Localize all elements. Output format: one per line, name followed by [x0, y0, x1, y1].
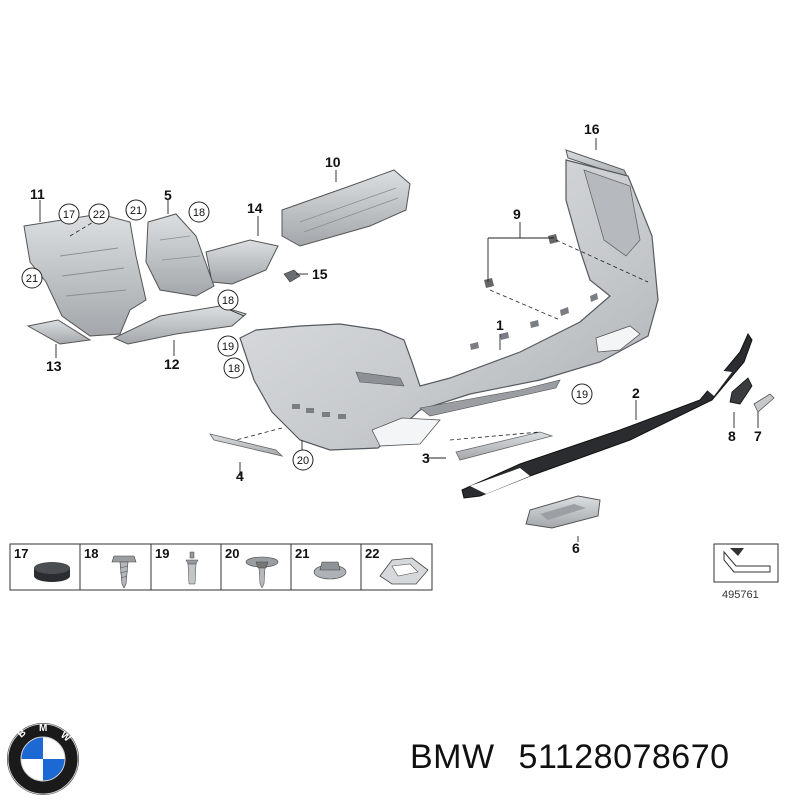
callout-6: 6	[572, 540, 580, 556]
legend-20: 20	[225, 546, 239, 561]
callout-15: 15	[312, 266, 328, 282]
callout-1: 1	[496, 317, 504, 333]
legend-clip-icon	[379, 557, 429, 585]
part-10-panel	[281, 169, 411, 247]
callout-4: 4	[236, 468, 244, 484]
part-3-trim	[455, 431, 554, 461]
part-7-clip	[753, 393, 775, 413]
callout-13: 13	[46, 358, 62, 374]
part-4-reflector	[209, 433, 284, 457]
ref-20: 20	[297, 455, 309, 467]
part-11-bracket	[23, 213, 147, 337]
callout-11: 11	[30, 186, 45, 202]
ref-18-mid: 18	[222, 295, 234, 307]
part-15-clip	[283, 269, 301, 283]
callout-2: 2	[632, 385, 640, 401]
ref-17: 17	[63, 209, 75, 221]
legend-18: 18	[84, 546, 98, 561]
part-13-bracket	[26, 319, 92, 345]
ref-21-left: 21	[26, 273, 38, 285]
legend-22: 22	[365, 546, 379, 561]
circled-references	[21, 199, 593, 471]
callout-9: 9	[513, 206, 521, 222]
ref-21-top: 21	[130, 205, 142, 217]
callout-8: 8	[728, 428, 736, 444]
legend-rivet-icon	[185, 551, 199, 585]
ref-18-low: 18	[228, 363, 240, 375]
brand-name: BMW	[410, 738, 495, 776]
callout-12: 12	[164, 356, 180, 372]
callout-3: 3	[422, 450, 430, 466]
circled-reference-labels: 17 22 21 21 18 18 19 18 20 19	[26, 205, 588, 467]
callout-10: 10	[325, 154, 341, 170]
ref-19-right: 19	[576, 389, 588, 401]
legend-19: 19	[155, 546, 169, 561]
part-5-bracket	[145, 213, 215, 297]
fastener-legend: 17 18 19 20 21 22	[9, 543, 433, 591]
callout-16: 16	[584, 121, 600, 137]
part-caption: BMW 51128078670	[410, 738, 730, 777]
legend-17: 17	[14, 546, 28, 561]
bmw-logo: B M W	[6, 722, 80, 796]
part-8-bracket	[729, 377, 753, 405]
legend-washer-icon	[34, 562, 70, 582]
callout-labels: 1 2 3 4 5 6 7 8 9 10 11 12 13 14 15 16	[30, 121, 762, 556]
legend-collar-screw-icon	[245, 556, 279, 589]
part-1-bumper	[239, 159, 659, 451]
part-2-diffuser	[461, 332, 753, 499]
callout-14: 14	[247, 200, 263, 216]
part-number: 51128078670	[518, 738, 730, 776]
legend-screw-icon	[111, 555, 137, 589]
ref-19-mid: 19	[222, 341, 234, 353]
legend-21: 21	[295, 546, 309, 561]
ref-22: 22	[93, 209, 105, 221]
part-9-sensor	[484, 234, 558, 288]
callout-7: 7	[754, 428, 762, 444]
orientation-box	[713, 543, 779, 583]
legend-nut-icon	[313, 561, 347, 580]
ref-18-top: 18	[193, 207, 205, 219]
diagram-id: 495761	[722, 589, 759, 601]
part-6-exhaust-tip	[525, 495, 601, 529]
logo-letter-m: M	[39, 723, 47, 734]
part-14-panel	[205, 239, 279, 285]
callout-5: 5	[164, 187, 172, 203]
part-12-bracket	[112, 305, 248, 345]
